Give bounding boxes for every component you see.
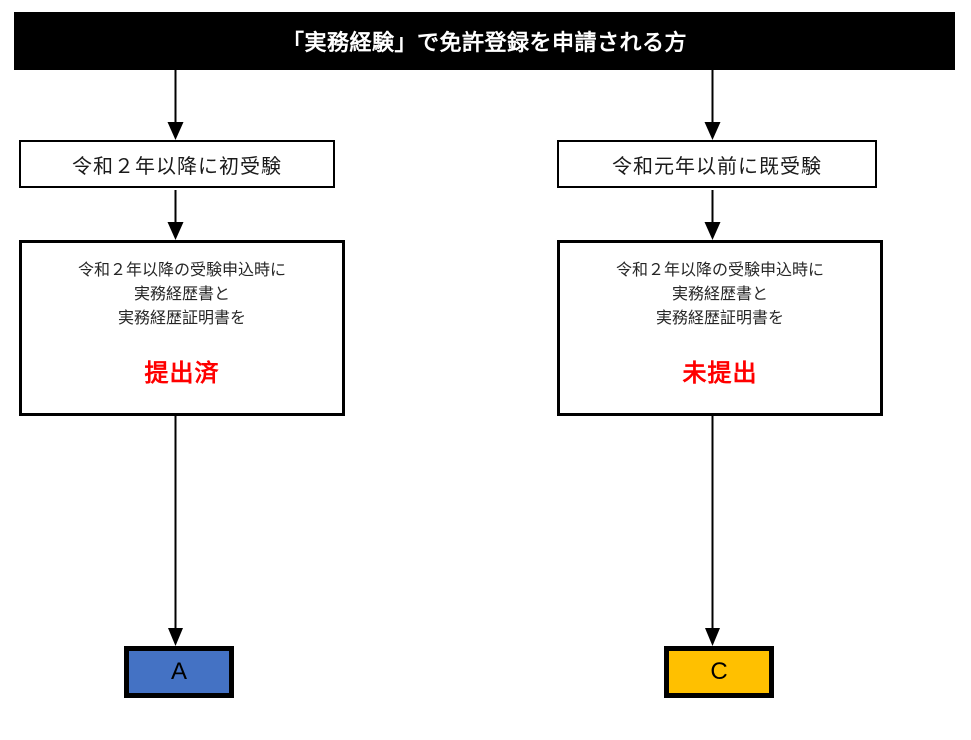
detail-box-right: 令和２年以降の受験申込時に 実務経歴書と 実務経歴証明書を 未提出 (557, 240, 883, 416)
connector-right-detail-to-result (703, 416, 722, 646)
detail-line-3-left: 実務経歴証明書を (117, 310, 246, 327)
detail-line-2-right: 実務経歴書と (671, 286, 768, 303)
connector-right-condition-to-detail (702, 190, 723, 240)
flowchart-header-banner: 「実務経験」で免許登録を申請される方 (14, 12, 955, 70)
connector-left-detail-to-result (166, 416, 185, 646)
detail-box-left: 令和２年以降の受験申込時に 実務経歴書と 実務経歴証明書を 提出済 (19, 240, 345, 416)
condition-label-left: 令和２年以降に初受験 (72, 155, 282, 178)
condition-box-left: 令和２年以降に初受験 (19, 140, 335, 188)
condition-label-right: 令和元年以前に既受験 (612, 155, 822, 178)
detail-line-1-right: 令和２年以降の受験申込時に (615, 262, 824, 279)
result-box-a: A (124, 646, 234, 698)
connector-left-condition-to-detail (165, 190, 186, 240)
result-label-c: C (710, 658, 728, 685)
result-label-a: A (170, 658, 187, 685)
detail-line-2-left: 実務経歴書と (133, 286, 230, 303)
result-box-c: C (664, 646, 774, 698)
condition-box-right: 令和元年以前に既受験 (557, 140, 877, 188)
detail-line-1-left: 令和２年以降の受験申込時に (77, 262, 286, 279)
connector-header-to-right-condition (702, 70, 723, 140)
submission-status-left: 提出済 (144, 360, 220, 387)
submission-status-right: 未提出 (682, 360, 758, 387)
detail-line-3-right: 実務経歴証明書を (655, 310, 784, 327)
page-title: 「実務経験」で免許登録を申請される方 (281, 30, 687, 55)
connector-header-to-left-condition (165, 70, 186, 140)
